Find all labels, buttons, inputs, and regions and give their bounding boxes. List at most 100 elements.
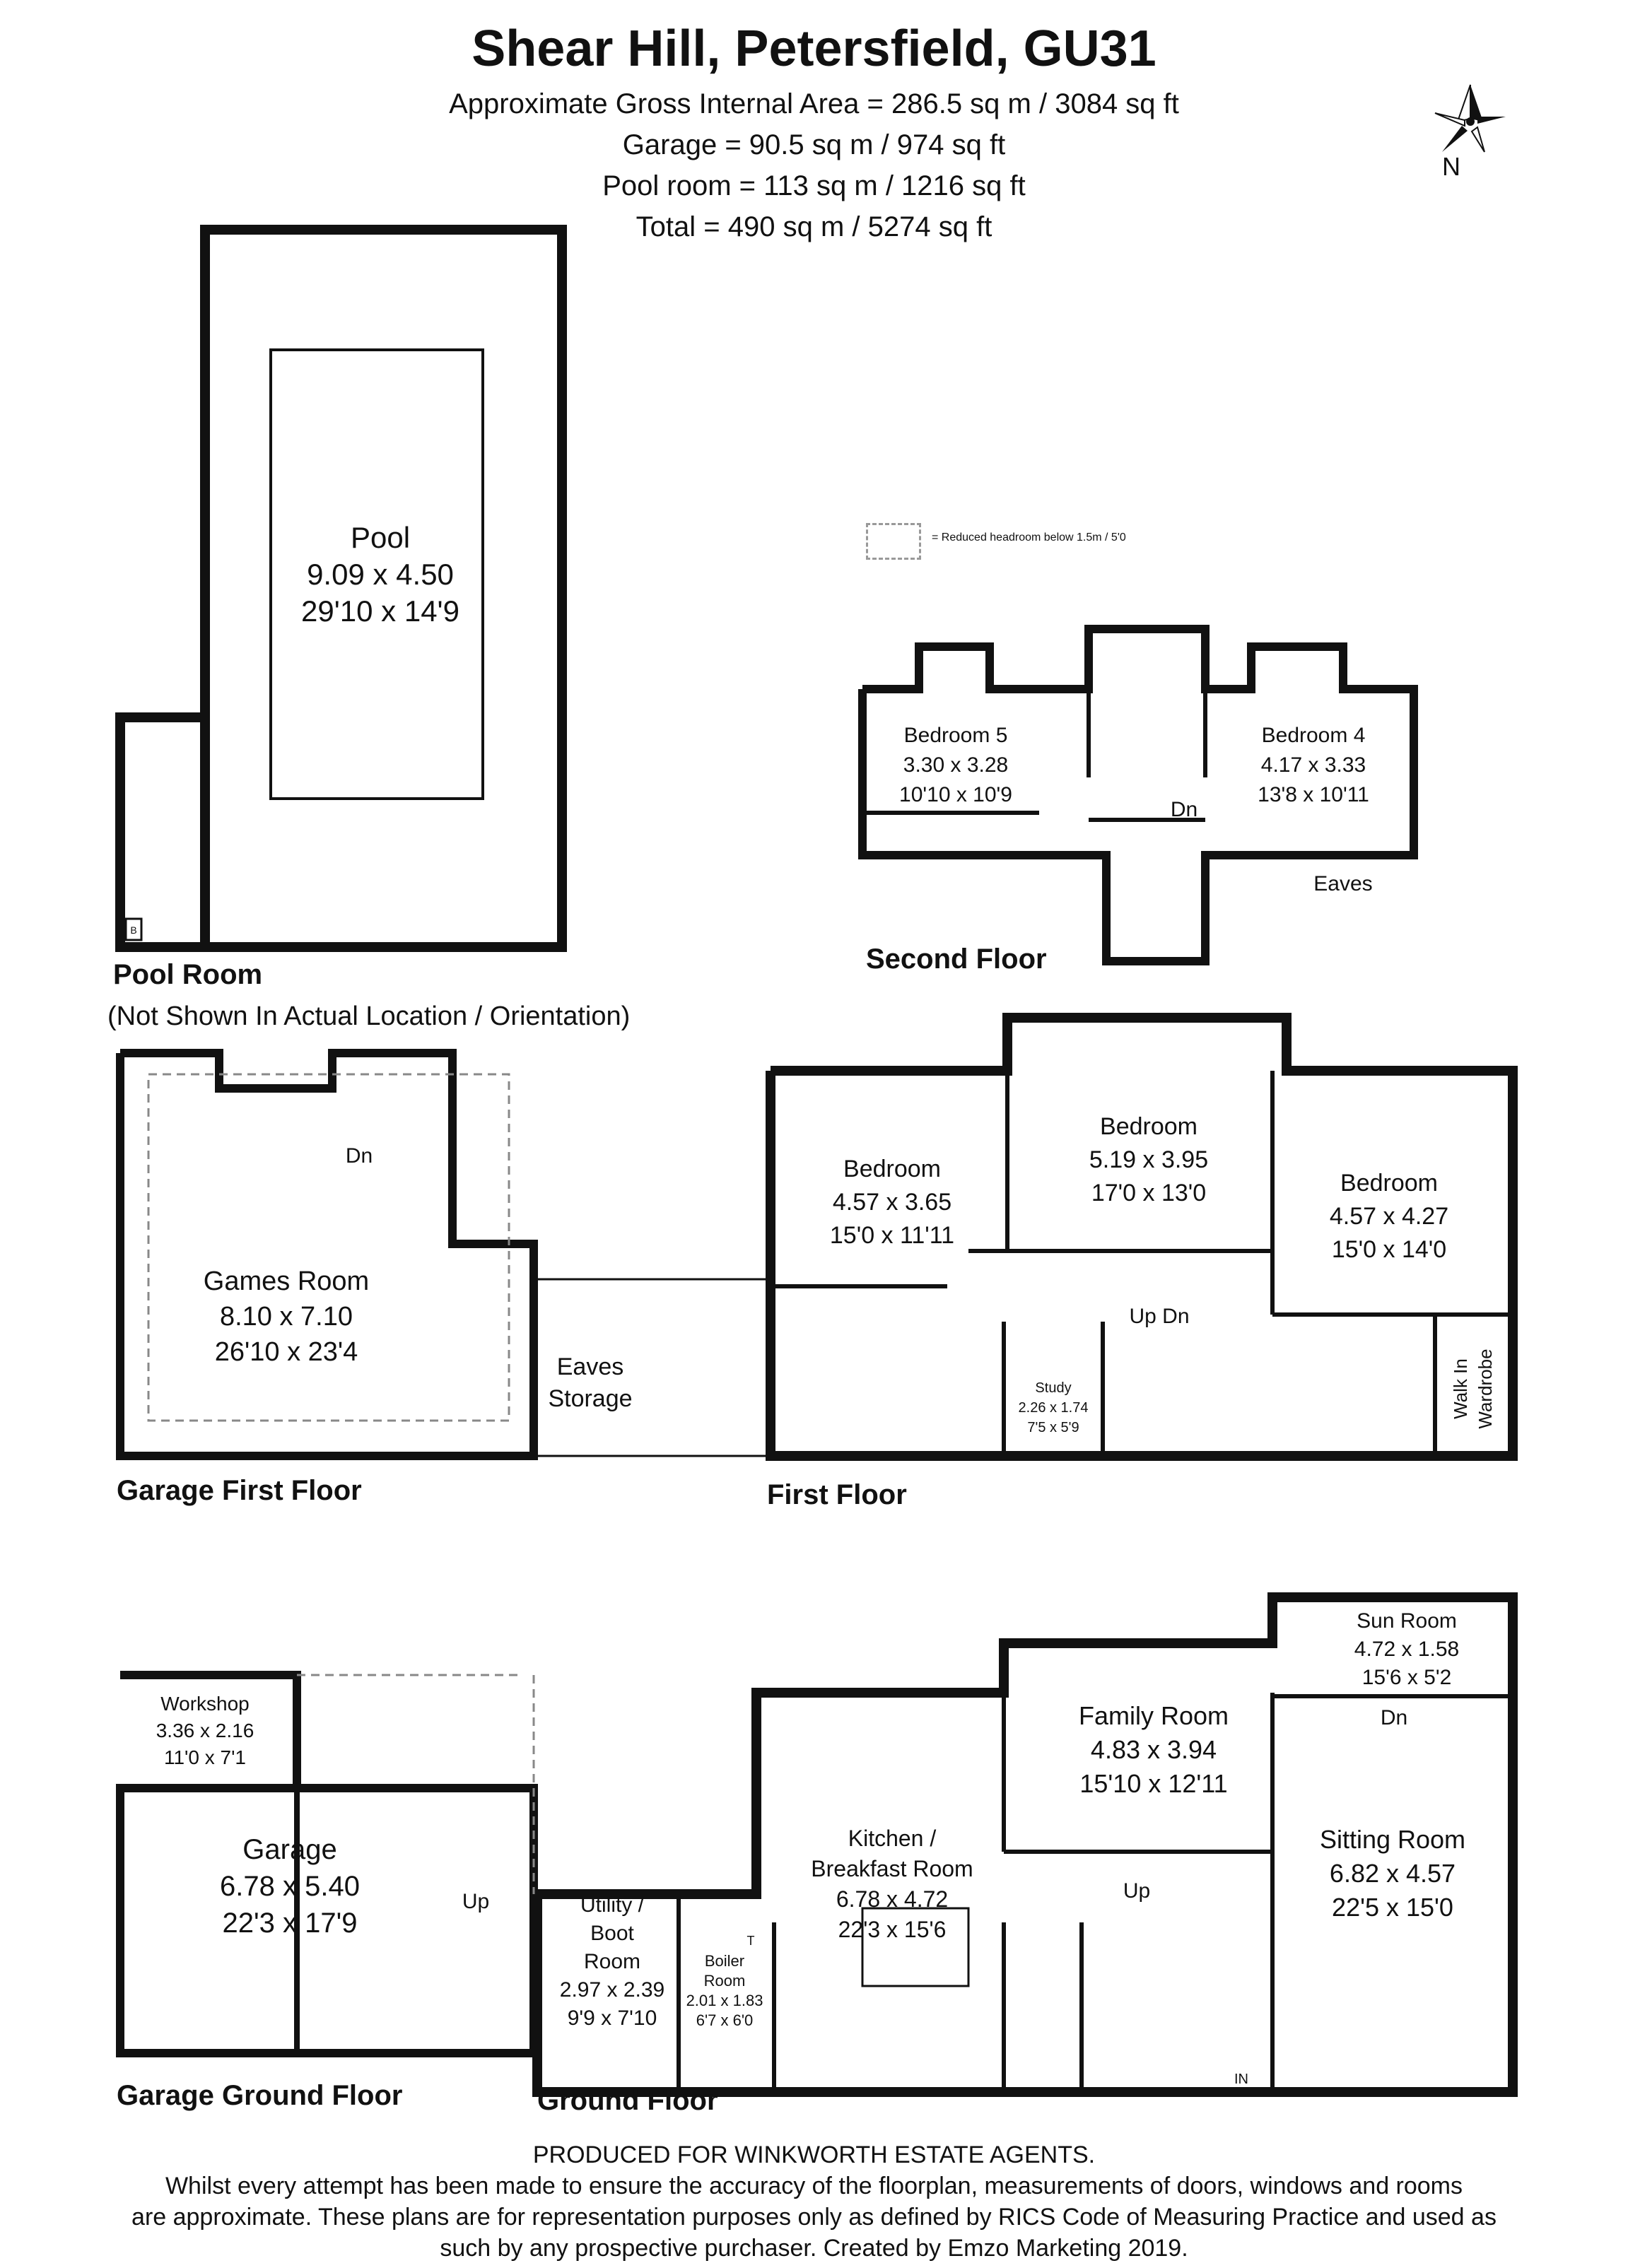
up-garage-text: Up (462, 1890, 489, 1913)
first-floor-plan (766, 1013, 1518, 1461)
family-room-name: Family Room (1079, 1701, 1229, 1730)
workshop-imperial: 11'0 x 7'1 (164, 1746, 246, 1768)
pool-imperial: 29'10 x 14'9 (301, 594, 459, 628)
dn-second-label: Dn (1171, 798, 1197, 821)
workshop-metric: 3.36 x 2.16 (156, 1720, 254, 1741)
garage-first-floor-label: Garage First Floor (117, 1475, 362, 1506)
garage-first-floor-plan (116, 1049, 771, 1460)
updn-first-text: Up Dn (1129, 1305, 1189, 1328)
dn-games-label: Dn (346, 1144, 373, 1168)
second-floor-plan (858, 625, 1418, 965)
study-imperial: 7'5 x 5'9 (1027, 1420, 1079, 1435)
floor-labels: Pool Room (Not Shown In Actual Location … (107, 944, 1047, 2116)
boiler-marker-t: T (747, 1934, 755, 1948)
sun-room-label: Sun Room 4.72 x 1.58 15'6 x 5'2 (1354, 1609, 1459, 1689)
up-garage-label: Up (462, 1890, 489, 1913)
footer-produced: PRODUCED FOR WINKWORTH ESTATE AGENTS. (532, 2141, 1096, 2168)
area-gross: Approximate Gross Internal Area = 286.5 … (449, 88, 1179, 119)
sitting-room-metric: 6.82 x 4.57 (1330, 1859, 1456, 1888)
sitting-room-name: Sitting Room (1320, 1825, 1465, 1854)
utility-line1: Utility / (580, 1893, 645, 1917)
legend-text: = Reduced headroom below 1.5m / 5'0 (932, 531, 1126, 544)
entrance-text: IN (1234, 2072, 1248, 2087)
pool-name: Pool (351, 521, 410, 554)
updn-first-label: Up Dn (1129, 1305, 1189, 1328)
pool-room-note: (Not Shown In Actual Location / Orientat… (107, 1001, 630, 1031)
pool-metric: 9.09 x 4.50 (307, 558, 454, 591)
utility-imperial: 9'9 x 7'10 (568, 2006, 657, 2030)
walkin-line2: Wardrobe (1475, 1349, 1496, 1428)
ground-floor-plan (532, 1592, 1518, 2097)
bedroom4-label: Bedroom 4 4.17 x 3.33 13'8 x 10'11 (1258, 724, 1369, 806)
reduced-headroom-swatch (866, 523, 921, 560)
family-room-label: Family Room 4.83 x 3.94 15'10 x 12'11 (1079, 1701, 1229, 1798)
entrance-label: IN (1234, 2072, 1248, 2087)
footer-disclaimer-3: such by any prospective purchaser. Creat… (440, 2235, 1188, 2262)
ground-floor-label: Ground Floor (537, 2085, 718, 2116)
area-pool: Pool room = 113 sq m / 1216 sq ft (602, 170, 1026, 201)
up-ground-text: Up (1123, 1879, 1150, 1903)
first-floor-label: First Floor (767, 1479, 907, 1510)
boiler-metric: 2.01 x 1.83 (686, 1992, 763, 2009)
compass-north-label: N (1442, 152, 1460, 181)
games-room-metric: 8.10 x 7.10 (220, 1302, 353, 1332)
pool-room-plan (115, 225, 567, 952)
dn-games-text: Dn (346, 1144, 373, 1168)
footer-disclaimer-1: Whilst every attempt has been made to en… (165, 2173, 1463, 2199)
bedroom4-name: Bedroom 4 (1262, 724, 1366, 747)
garage-label: Garage 6.78 x 5.40 22'3 x 17'9 (220, 1834, 360, 1939)
dn-ground-text: Dn (1381, 1706, 1407, 1729)
garage-imperial: 22'3 x 17'9 (223, 1908, 358, 1939)
bedroom5-label: Bedroom 5 3.30 x 3.28 10'10 x 10'9 (899, 724, 1012, 806)
bedroom-c-imperial: 15'0 x 14'0 (1332, 1236, 1446, 1263)
sun-room-imperial: 15'6 x 5'2 (1362, 1666, 1452, 1689)
bedroom4-imperial: 13'8 x 10'11 (1258, 783, 1369, 806)
bedroom-a-metric: 4.57 x 3.65 (833, 1189, 951, 1216)
bedroom4-metric: 4.17 x 3.33 (1261, 753, 1366, 777)
boiler-marker-b: B (130, 924, 136, 936)
area-garage: Garage = 90.5 sq m / 974 sq ft (622, 129, 1006, 160)
family-room-imperial: 15'10 x 12'11 (1079, 1769, 1227, 1798)
bedroom5-metric: 3.30 x 3.28 (903, 753, 1008, 777)
boiler-marker-t-text: T (747, 1934, 755, 1948)
second-floor-label: Second Floor (866, 944, 1047, 975)
utility-line3: Room (584, 1950, 640, 1973)
bedroom-b-metric: 5.19 x 3.95 (1089, 1146, 1208, 1173)
sun-room-name: Sun Room (1357, 1609, 1457, 1633)
boiler-line1: Boiler (705, 1952, 744, 1970)
utility-metric: 2.97 x 2.39 (560, 1978, 664, 2002)
bedroom5-imperial: 10'10 x 10'9 (899, 783, 1012, 806)
kitchen-line2: Breakfast Room (811, 1856, 973, 1881)
garage-ground-floor-label: Garage Ground Floor (117, 2080, 402, 2111)
boiler-imperial: 6'7 x 6'0 (696, 2011, 754, 2029)
games-room-imperial: 26'10 x 23'4 (215, 1337, 358, 1367)
bedroom5-name: Bedroom 5 (904, 724, 1008, 747)
eaves-storage-line2: Storage (548, 1385, 632, 1412)
garage-metric: 6.78 x 5.40 (220, 1871, 360, 1902)
up-ground-label: Up (1123, 1879, 1150, 1903)
family-room-metric: 4.83 x 3.94 (1091, 1735, 1217, 1764)
footer-disclaimer-2: are approximate. These plans are for rep… (131, 2204, 1497, 2231)
area-total: Total = 490 sq m / 5274 sq ft (636, 211, 992, 242)
sun-room-metric: 4.72 x 1.58 (1354, 1638, 1459, 1661)
walkin-line1: Walk In (1450, 1358, 1471, 1419)
bedroom-c-name: Bedroom (1340, 1170, 1438, 1197)
bedroom-a-imperial: 15'0 x 11'11 (830, 1222, 954, 1249)
compass-icon (1434, 84, 1506, 153)
bedroom-b-name: Bedroom (1100, 1113, 1197, 1140)
workshop-name: Workshop (160, 1693, 250, 1715)
garage-name: Garage (242, 1834, 336, 1865)
study-metric: 2.26 x 1.74 (1019, 1400, 1089, 1416)
